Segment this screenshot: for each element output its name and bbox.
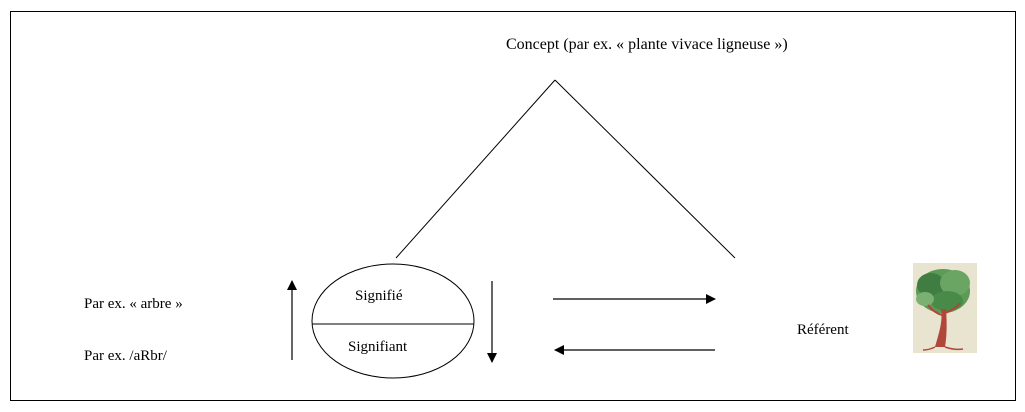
signifie-label: Signifié bbox=[355, 288, 403, 304]
sign-ellipse bbox=[311, 263, 475, 379]
diagram-frame bbox=[10, 11, 1016, 401]
concept-to-sign-line bbox=[395, 79, 556, 259]
example-phonetic-label: Par ex. /aRbr/ bbox=[84, 348, 167, 364]
tree-picture bbox=[913, 263, 977, 353]
referent-label: Référent bbox=[797, 322, 849, 338]
signifiant-label: Signifiant bbox=[348, 339, 408, 355]
concept-label: Concept (par ex. « plante vivace ligneus… bbox=[506, 36, 788, 53]
example-word-label: Par ex. « arbre » bbox=[84, 296, 183, 312]
concept-to-referent-line bbox=[554, 79, 736, 259]
